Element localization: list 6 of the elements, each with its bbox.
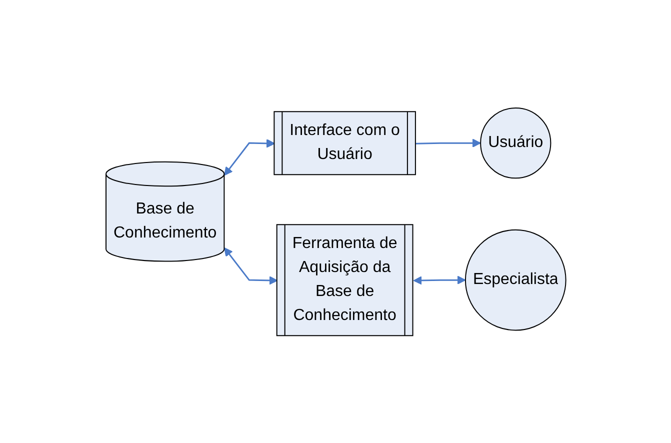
arrow	[412, 275, 466, 285]
node-circle: Especialista	[464, 229, 566, 330]
arrow	[224, 138, 275, 176]
node-circle: Usuário	[480, 107, 551, 178]
arrow	[416, 138, 481, 148]
arrow	[224, 247, 278, 285]
